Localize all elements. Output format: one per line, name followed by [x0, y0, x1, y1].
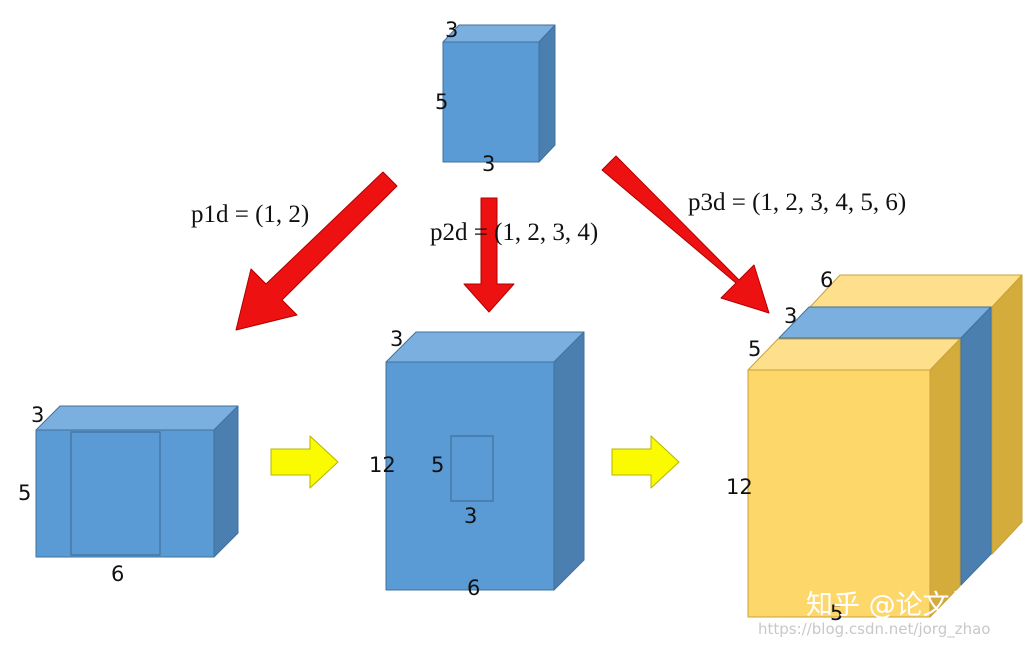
- pad2d-inner-bottom-label: 3: [464, 504, 477, 528]
- pad3d-front-label: 5: [748, 337, 761, 361]
- pad3d-bottom-label: 5: [830, 601, 843, 625]
- pad3d-middle-slab-top: [778, 306, 992, 339]
- pad3d-front-slab-front: [747, 369, 931, 618]
- input-tensor: 3 5 3: [435, 18, 556, 176]
- yellow-arrow-2: [611, 435, 680, 489]
- pad1d-top-face: [35, 405, 239, 431]
- pad2d-formula: p2d = (1, 2, 3, 4): [430, 219, 598, 246]
- red-arrow-pad3d: [601, 155, 770, 314]
- pad3d-result-tensor: 6 3 5 12 5: [726, 268, 1023, 625]
- red-arrow-pad1d: [235, 171, 398, 331]
- input-tensor-left-label: 5: [435, 90, 448, 114]
- red-arrow-pad2d: [463, 197, 515, 313]
- pad1d-formula: p1d = (1, 2): [191, 201, 309, 228]
- pad2d-left-label: 12: [369, 453, 396, 477]
- pad3d-middle-slab-side: [960, 306, 992, 586]
- pad1d-bottom-label: 6: [111, 562, 124, 586]
- pad3d-middle-label: 3: [784, 304, 797, 328]
- pad1d-left-label: 5: [18, 481, 31, 505]
- pad2d-inner-left-label: 5: [431, 453, 444, 477]
- pad2d-top-label: 3: [390, 327, 403, 351]
- pad2d-top-face: [385, 331, 585, 363]
- input-tensor-top-face: [442, 24, 556, 43]
- yellow-arrow-1: [270, 435, 339, 489]
- input-tensor-top-label: 3: [445, 18, 458, 42]
- pad3d-formula: p3d = (1, 2, 3, 4, 5, 6): [688, 189, 906, 216]
- pad2d-side-face: [553, 331, 585, 591]
- pad2d-result-tensor: 3 12 5 3 6: [369, 327, 585, 600]
- pad1d-result-tensor: 3 5 6: [18, 403, 239, 586]
- input-tensor-front-face: [442, 41, 540, 163]
- watermark: 知乎 @论文怪 https://blog.csdn.net/jorg_zhao: [758, 590, 990, 639]
- input-tensor-side-face: [538, 24, 556, 163]
- pad3d-back-label: 6: [820, 268, 833, 292]
- pad3d-front-slab-top: [747, 338, 961, 371]
- pad1d-side-face: [213, 405, 239, 558]
- pad3d-left-label: 12: [726, 475, 753, 499]
- pad1d-original-region: [70, 431, 161, 556]
- watermark-brand: 知乎 @论文怪: [806, 590, 977, 621]
- watermark-url: https://blog.csdn.net/jorg_zhao: [758, 620, 990, 639]
- pad1d-top-label: 3: [31, 403, 44, 427]
- pad3d-front-slab-side: [929, 338, 961, 618]
- input-tensor-bottom-label: 3: [482, 152, 495, 176]
- pad2d-original-region: [450, 435, 494, 502]
- pad3d-back-slab-side: [991, 274, 1023, 555]
- pad3d-back-slab-top: [809, 274, 1023, 308]
- pad2d-bottom-label: 6: [467, 576, 480, 600]
